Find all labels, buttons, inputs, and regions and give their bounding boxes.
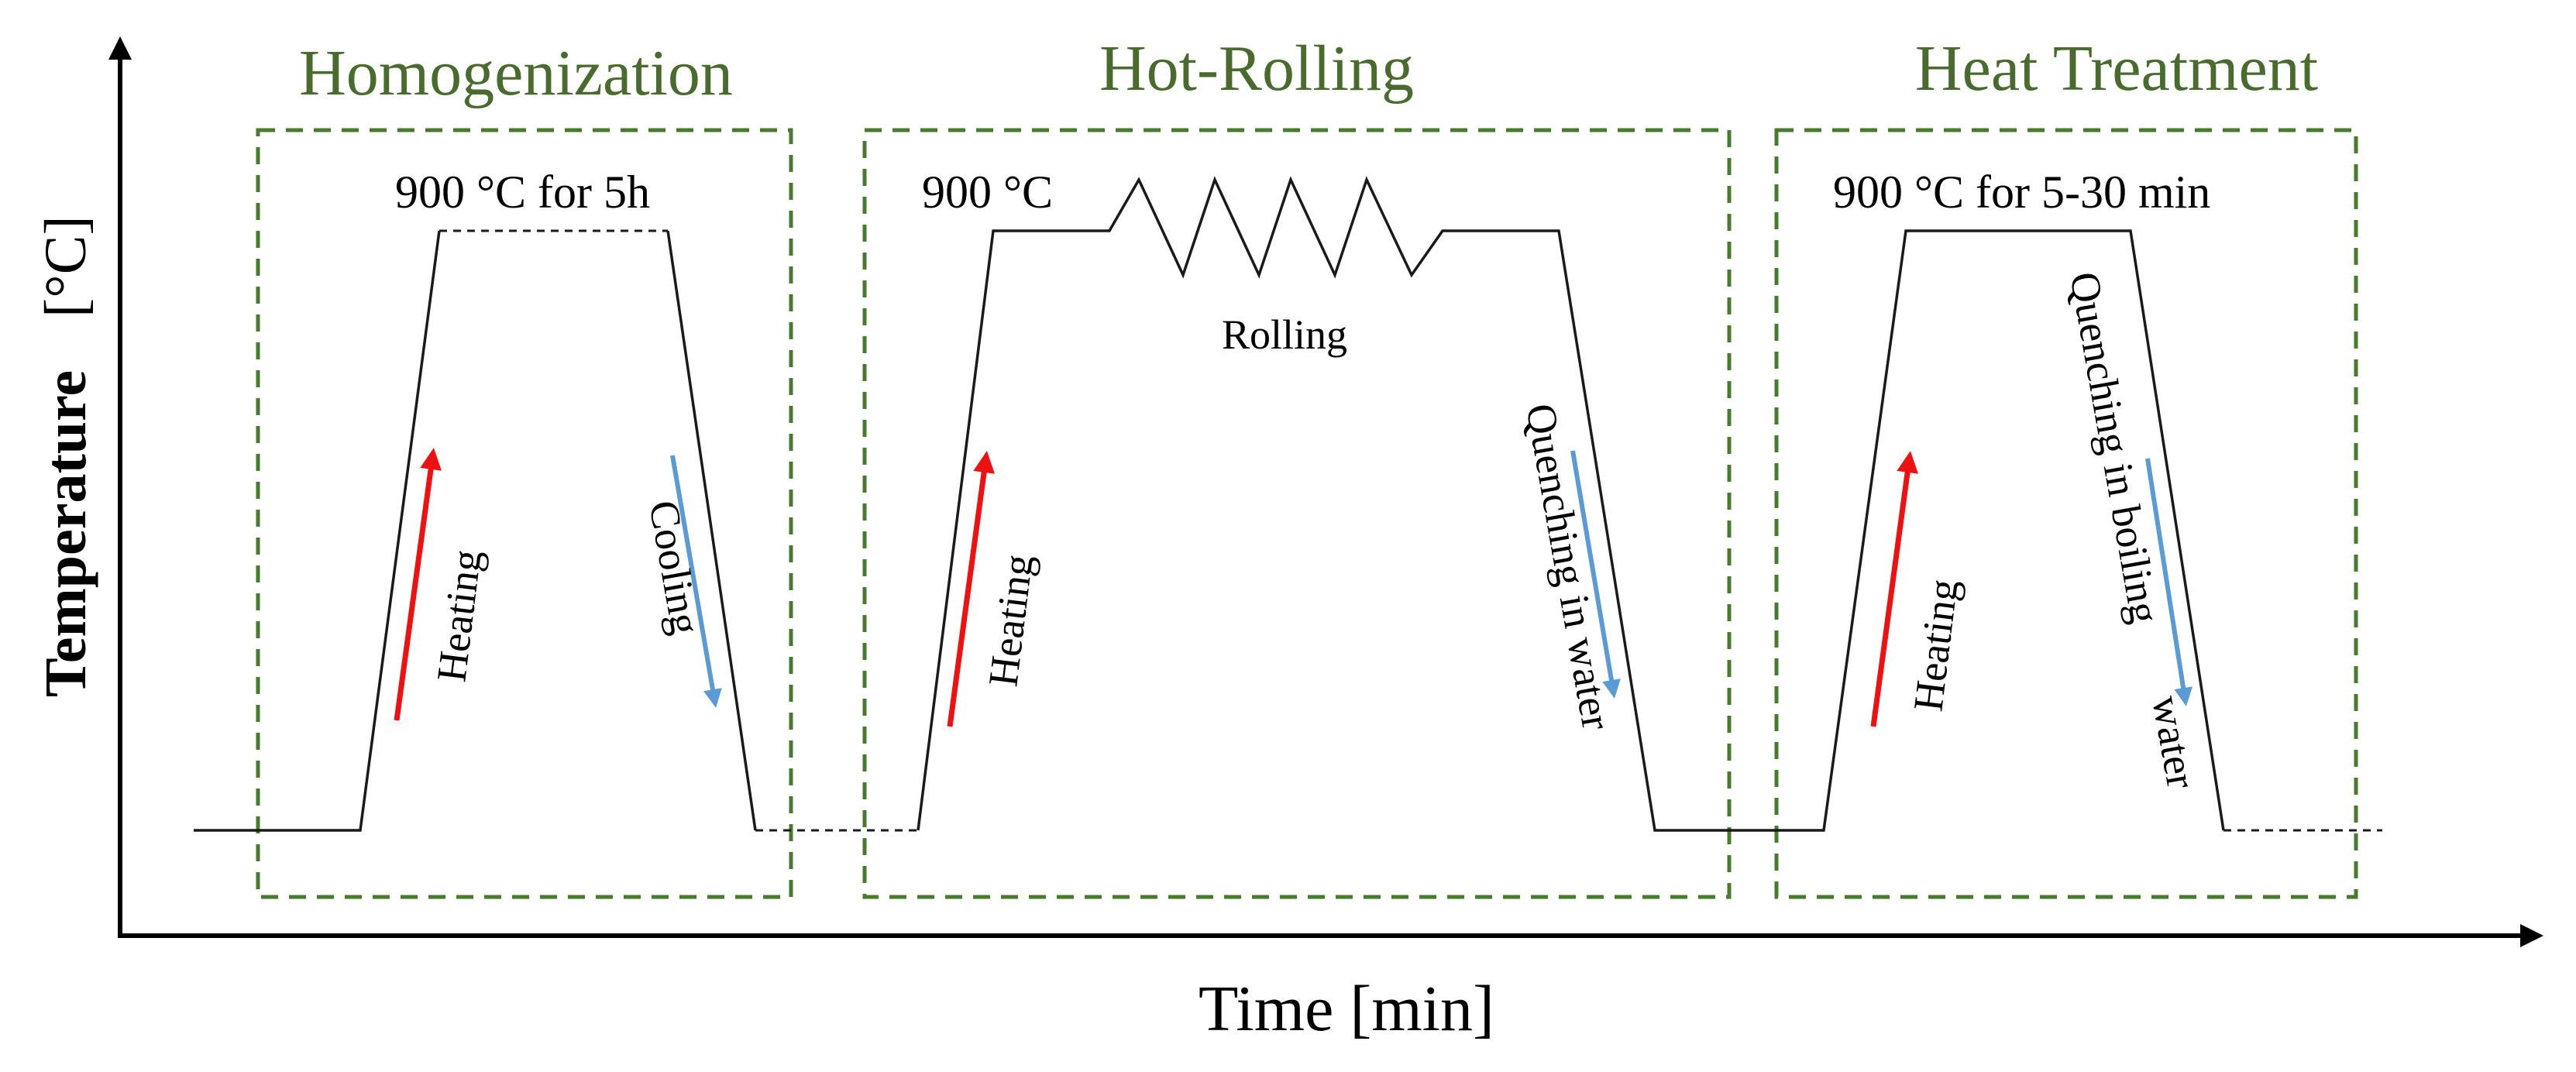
homogenization-temperature: 900 °C for 5h [395,167,650,218]
homogenization-heating-arrow [394,448,442,721]
x-axis-title: Time [min] [1199,973,1494,1045]
hot-rolling-heating-arrow [947,451,996,727]
homogenization-profile [194,230,441,832]
heat-treatment-cooling-arrow [2145,458,2193,706]
homogenization-cooling-label: Cooling [640,497,709,638]
hot-rolling-box [862,128,1732,899]
homogenization-box [256,128,793,899]
heat-treatment-temperature: 900 °C for 5-30 min [1833,167,2210,218]
homogenization-title: Homogenization [299,37,733,109]
hot-rolling-heating-label: Heating [979,551,1041,689]
hot-rolling-profile [917,176,2225,832]
hot-rolling-title: Hot-Rolling [1099,33,1414,105]
heat-treatment-title: Heat Treatment [1915,33,2318,105]
heat-treatment-box [1774,128,2358,899]
hot-rolling-temperature: 900 °C [922,167,1053,218]
heat-treatment-heating-arrow [1870,451,1919,727]
rolling-label: Rolling [1222,311,1347,358]
homogenization-cooling-profile [666,230,757,831]
hot-rolling-cooling-label: Quenching in water [1517,400,1620,734]
heat-treatment-cooling-label-line2: water [2143,692,2205,792]
heat-treatment-cooling-label-line1: Quenching in boiling [2061,269,2168,627]
y-axis-title: Temperature [°C] [33,215,98,697]
y-axis-title-main: Temperature [33,370,98,697]
hot-rolling-cooling-arrow [1570,450,1621,699]
homogenization-cooling-arrow [670,455,722,708]
y-axis-title-unit: [°C] [33,215,98,318]
homogenization-heating-label: Heating [428,547,490,684]
heat-treatment-heating-label: Heating [1904,576,1966,713]
